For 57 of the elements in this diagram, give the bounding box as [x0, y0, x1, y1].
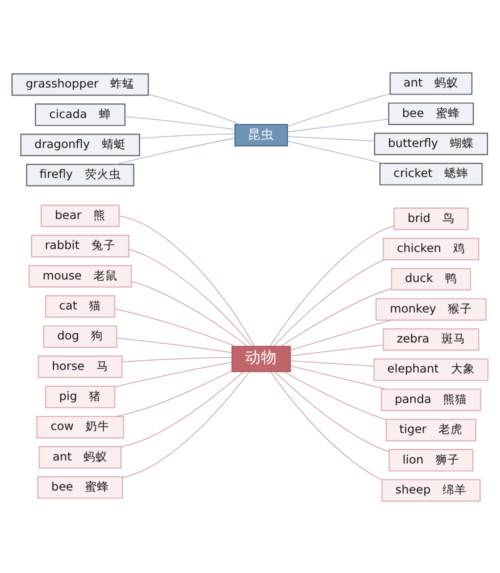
connector — [114, 361, 232, 387]
connector — [122, 370, 250, 478]
node-box: grasshopper 蚱蜢 — [12, 72, 149, 96]
node-box: cow 奶牛 — [36, 415, 124, 438]
node-box: lion 狮子 — [388, 448, 474, 471]
node-box: tiger 老虎 — [386, 418, 476, 441]
node-box: monkey 猴子 — [376, 298, 486, 320]
connector — [116, 370, 232, 416]
connector — [139, 133, 235, 138]
connector — [274, 371, 390, 452]
connector — [287, 136, 375, 141]
connector — [283, 370, 386, 420]
connector — [131, 280, 248, 346]
connector — [270, 224, 394, 346]
node-box: duck 鸭 — [391, 268, 471, 290]
connector — [148, 94, 240, 124]
node-box: zebra 斑马 — [382, 328, 480, 350]
connector — [116, 137, 236, 164]
node-box: ant 蚂蚁 — [390, 72, 472, 94]
node-box: horse 马 — [38, 355, 122, 378]
connector — [122, 356, 232, 362]
node-box: dragonfly 蜻蜓 — [20, 133, 140, 156]
node-box: 昆虫 — [234, 123, 288, 146]
connector — [270, 370, 382, 480]
connector — [118, 214, 255, 346]
node-box: brid 鸟 — [394, 207, 468, 230]
connector — [114, 308, 236, 346]
node-box: butterfly 蝴蝶 — [374, 132, 488, 155]
node-box: 动物 — [232, 345, 291, 372]
node-box: mouse 老鼠 — [28, 264, 132, 287]
node-box: dog 狗 — [43, 324, 118, 348]
node-box: bee 蜜蜂 — [388, 102, 474, 124]
node-box: pig 猪 — [45, 385, 116, 408]
connector — [290, 344, 384, 356]
connector — [124, 116, 236, 130]
connector — [273, 258, 386, 346]
node-box: ant 蚂蚁 — [38, 446, 122, 468]
connector — [280, 288, 392, 346]
node-box: cat 猫 — [45, 294, 116, 318]
connector — [287, 140, 384, 164]
connector — [128, 248, 252, 346]
connector — [120, 370, 244, 447]
connector — [116, 337, 232, 353]
connector — [290, 360, 374, 366]
node-box: elephant 大象 — [374, 358, 488, 380]
node-box: bee 蜜蜂 — [37, 476, 123, 498]
node-box: chicken 鸡 — [382, 237, 480, 260]
node-box: cricket 蟋蟀 — [379, 162, 483, 185]
node-box: panda 熊猫 — [380, 388, 482, 411]
node-box: cicada 蝉 — [34, 103, 126, 126]
node-box: sheep 绵羊 — [381, 478, 481, 502]
connector — [287, 118, 389, 132]
connector — [290, 365, 386, 390]
node-box: bear 熊 — [40, 204, 120, 227]
node-box: firefly 荧火虫 — [26, 163, 134, 186]
node-box: rabbit 兔子 — [31, 234, 130, 257]
connector — [287, 92, 390, 126]
